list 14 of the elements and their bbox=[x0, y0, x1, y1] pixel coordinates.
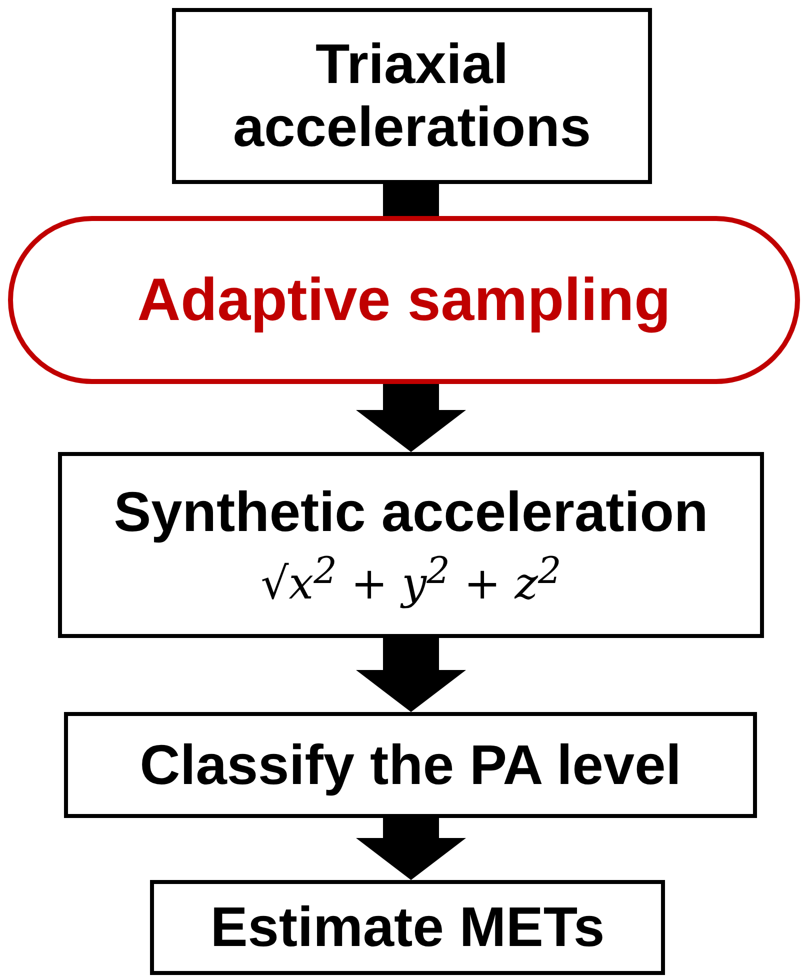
step-label: Classify the PA level bbox=[140, 734, 682, 796]
step-label: Estimate METs bbox=[210, 896, 605, 959]
step-label: Triaxial accelerations bbox=[232, 33, 592, 159]
block-arrow bbox=[356, 818, 466, 880]
block-arrow bbox=[356, 384, 466, 452]
step-label: Synthetic acceleration bbox=[114, 481, 708, 544]
process-box bbox=[58, 452, 764, 638]
block-arrow bbox=[356, 638, 466, 712]
block-arrow bbox=[383, 184, 439, 216]
step-label: Adaptive sampling bbox=[137, 266, 671, 334]
formula: √x$^{2}$ + y$^{2}$ + z$^{2}$ bbox=[260, 550, 562, 609]
process-box bbox=[64, 712, 757, 818]
process-box bbox=[172, 8, 652, 184]
process-box bbox=[150, 880, 665, 975]
